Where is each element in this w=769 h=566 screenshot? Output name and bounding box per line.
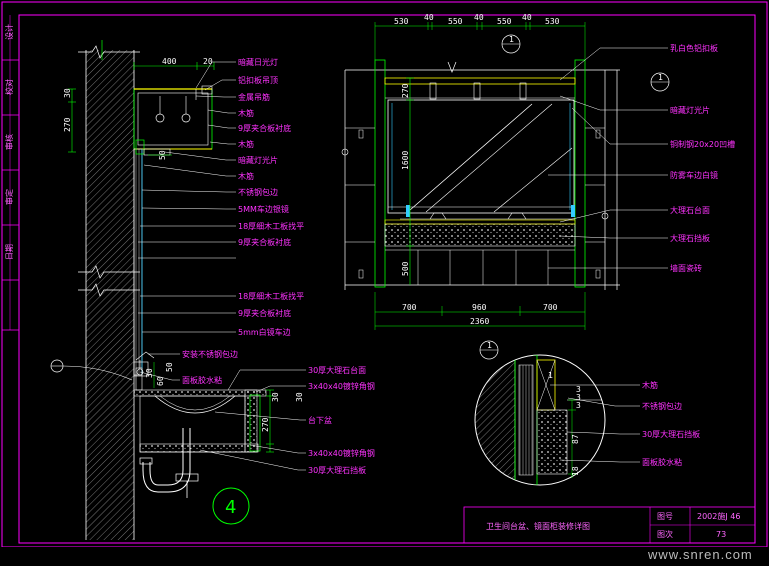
- watermark: www.snren.com: [647, 547, 753, 562]
- drawing-number: 2002施J 46: [697, 511, 740, 521]
- callout-number: 1: [487, 341, 492, 350]
- label-left: 3x40x40镀锌角钢: [308, 448, 375, 458]
- inner-frame: [18, 14, 756, 544]
- label-left: 木筋: [238, 139, 254, 149]
- detail-dim: 3: [576, 401, 581, 410]
- top-dim: 530: [394, 17, 409, 26]
- label-right: 大理石挡板: [670, 233, 710, 243]
- label-left: 18厚细木工板找平: [238, 291, 304, 301]
- sec-dim-50: 50: [165, 362, 174, 372]
- detail-leaders: [550, 384, 640, 463]
- bottom-dim: 700: [543, 303, 558, 312]
- sec-dim-60: 60: [156, 376, 165, 386]
- label-left: 暗藏灯光片: [238, 155, 278, 165]
- sec-dim-30b: 30: [271, 392, 280, 402]
- dim-400: 400: [162, 57, 177, 66]
- bottom-total: 2360: [470, 317, 489, 326]
- label-right: 防雾车边白镜: [670, 170, 718, 180]
- callout-number: 1: [509, 35, 514, 44]
- label-left: 5MM车边银镜: [238, 204, 289, 214]
- elevation: 530 40 550 40 550 40 530 270 1600 500 70…: [341, 13, 670, 360]
- top-dim: 530: [545, 17, 560, 26]
- strip-label: 审定: [4, 189, 14, 205]
- top-dim: 40: [424, 13, 434, 22]
- bottom-dim: 960: [472, 303, 487, 312]
- label-right: 乳白色铝扣板: [670, 43, 718, 53]
- label-detail: 30厚大理石挡板: [642, 429, 700, 439]
- label-left: 18厚细木工板找平: [238, 221, 304, 231]
- dim-50: 50: [158, 150, 167, 160]
- dim-20: 20: [203, 57, 213, 66]
- label-right: 暗藏灯光片: [670, 105, 710, 115]
- detail-dim: 3: [576, 393, 581, 402]
- callout-number: 1: [548, 371, 553, 380]
- label-right: 大理石台面: [670, 205, 710, 215]
- detail-dim: 3: [576, 385, 581, 394]
- label-right: 铜制钢20x20凹槽: [670, 139, 735, 149]
- strip-label: 校对: [4, 79, 14, 95]
- label-left: 9厚夹合板衬底: [238, 123, 291, 133]
- label-left: 铝扣板吊顶: [238, 75, 278, 85]
- sec-dim-30a: 30: [145, 368, 154, 378]
- label-left: 30厚大理石挡板: [308, 465, 366, 475]
- sec-dim-30c: 30: [295, 392, 304, 402]
- label-left: 9厚夹合板衬底: [238, 308, 291, 318]
- label-left: 30厚大理石台面: [308, 365, 366, 375]
- label-left: 台下盆: [308, 415, 332, 425]
- label-detail: 木筋: [642, 380, 658, 390]
- elev-vdim: 1600: [401, 151, 410, 170]
- label-left: 暗藏日光灯: [238, 57, 278, 67]
- dim-270: 270: [63, 117, 72, 132]
- title-block-label: 图次: [657, 529, 673, 539]
- detail-dim: 18: [571, 466, 580, 476]
- label-left: 安装不锈钢包边: [182, 349, 238, 359]
- right-label-group: 乳白色铝扣板 暗藏灯光片 铜制钢20x20凹槽 防雾车边白镜 大理石台面 大理石…: [670, 43, 735, 273]
- elev-vdim: 270: [401, 83, 410, 98]
- top-dim: 550: [448, 17, 463, 26]
- label-left: 金属吊筋: [238, 92, 270, 102]
- top-dim: 550: [497, 17, 512, 26]
- elev-vdim: 500: [401, 261, 410, 276]
- label-left: 3x40x40镀锌角钢: [308, 381, 375, 391]
- dim-30: 30: [63, 88, 72, 98]
- detail-circle: 3 3 3 87 18 1: [474, 354, 606, 486]
- label-left: 不锈钢包边: [238, 187, 278, 197]
- top-dim: 40: [474, 13, 484, 22]
- label-detail: 不锈钢包边: [642, 401, 682, 411]
- title-block-label: 图号: [657, 512, 673, 521]
- section-number: 4: [225, 497, 236, 518]
- callout-number: 1: [658, 73, 663, 82]
- strip-label: 审核: [4, 134, 14, 150]
- label-left: 木筋: [238, 171, 254, 181]
- drawing-title: 卫生间台盆、镜面柜装修详图: [486, 521, 590, 531]
- left-leaders: [138, 61, 306, 471]
- label-left: 9厚夹合板衬底: [238, 237, 291, 247]
- strip-label: 设计: [4, 24, 14, 40]
- sec-dim-270: 270: [261, 417, 270, 432]
- page-number: 73: [716, 530, 726, 539]
- watermark-bar: [0, 547, 769, 566]
- label-right: 墙面瓷砖: [670, 263, 702, 273]
- left-section: 4 400 20 30 270 50 30 50 60 30 270 30: [50, 40, 304, 540]
- strip-label: 日期: [5, 244, 14, 260]
- detail-dim: 87: [571, 434, 580, 444]
- top-dim: 40: [522, 13, 532, 22]
- label-left: 面板胶水粘: [182, 375, 222, 385]
- left-label-group: 暗藏日光灯 铝扣板吊顶 金属吊筋 木筋 9厚夹合板衬底 木筋 暗藏灯光片 木筋 …: [182, 57, 375, 475]
- label-left: 木筋: [238, 108, 254, 118]
- label-detail: 面板胶水粘: [642, 457, 682, 467]
- left-strip: 设计 校对 审核 审定 日期: [2, 15, 19, 331]
- title-block: 卫生间台盆、镜面柜装修详图 图号 图次 2002施J 46 73: [463, 506, 756, 544]
- right-leaders: [548, 47, 668, 269]
- detail-label-group: 木筋 不锈钢包边 30厚大理石挡板 面板胶水粘: [642, 380, 700, 467]
- label-left: 5mm白镜车边: [238, 327, 291, 337]
- bottom-dim: 700: [402, 303, 417, 312]
